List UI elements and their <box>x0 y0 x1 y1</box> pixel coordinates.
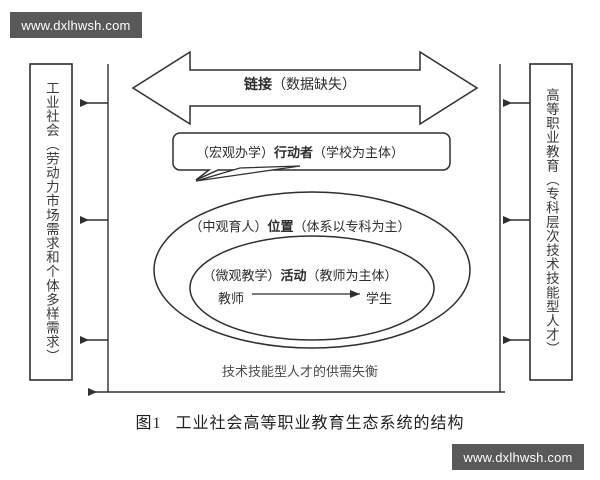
micro-suffix: （教师为主体） <box>306 268 398 283</box>
micro-bold: 活动 <box>280 268 307 283</box>
bottom-flow-label: 技术技能型人才的供需失衡 <box>221 364 378 379</box>
figure-caption-number: 图1 <box>135 415 162 432</box>
micro-activity-label: （微观教学）活动（教师为主体） <box>0 265 600 284</box>
right-sector-box <box>529 63 573 381</box>
link-arrow-label-rest: （数据缺失） <box>272 78 356 93</box>
meso-bold: 位置 <box>267 219 294 234</box>
macro-callout-tail <box>195 165 301 182</box>
watermark-top: www.dxlhwsh.com <box>10 12 142 38</box>
meso-suffix: （体系以专科为主） <box>293 219 411 234</box>
left-sector-box <box>29 63 73 381</box>
micro-activity-ellipse <box>189 235 435 341</box>
meso-position-label: （中观育人）位置（体系以专科为主） <box>0 216 600 235</box>
meso-position-ellipse <box>153 191 471 349</box>
student-label: 学生 <box>366 291 393 306</box>
macro-callout-prefix: （宏观办学） <box>195 145 274 160</box>
figure-caption-text: 工业社会高等职业教育生态系统的结构 <box>175 415 465 432</box>
double-headed-link-arrow <box>131 50 479 126</box>
watermark-bottom: www.dxlhwsh.com <box>452 444 584 470</box>
teacher-label: 教师 <box>218 291 245 306</box>
macro-callout-label: （宏观办学）行动者（学校为主体） <box>0 142 600 161</box>
link-arrow-label-bold: 链接 <box>244 78 272 93</box>
micro-prefix: （微观教学） <box>202 268 281 283</box>
macro-callout-bold: 行动者 <box>273 145 313 160</box>
macro-callout-suffix: （学校为主体） <box>313 145 405 160</box>
meso-prefix: （中观育人） <box>189 219 268 234</box>
link-arrow-label: 链接（数据缺失） <box>0 74 600 94</box>
right-sector-label: 高等职业教育（专科层次技术技能型人才） <box>543 88 559 356</box>
left-sector-label: 工业社会（劳动力市场需求和个体多样需求） <box>43 81 59 363</box>
figure-caption: 图1 工业社会高等职业教育生态系统的结构 <box>0 409 600 433</box>
